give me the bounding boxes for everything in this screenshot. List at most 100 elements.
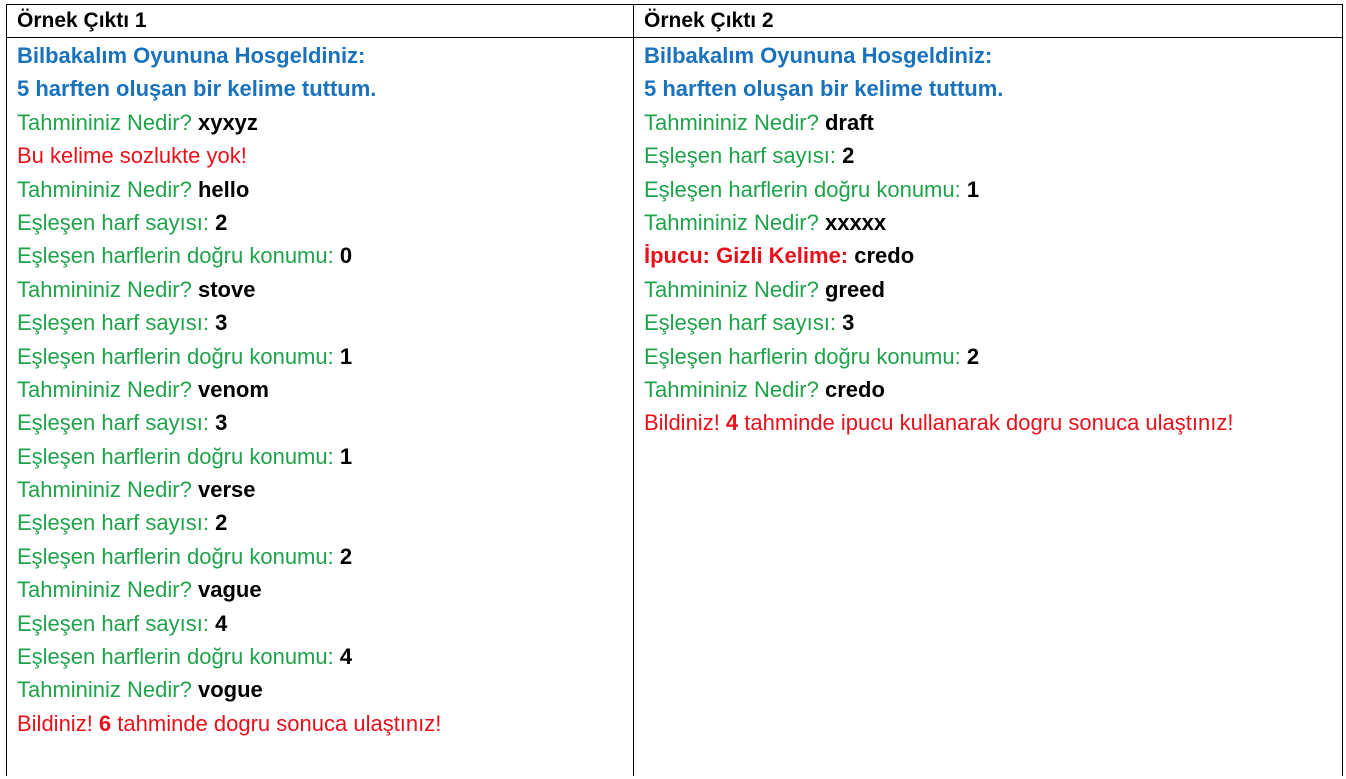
intro-text: 5 harften oluşan bir kelime tuttum.: [644, 76, 1004, 102]
error-line: Bu kelime sozlukte yok!: [17, 139, 633, 172]
header-output-1: Örnek Çıktı 1: [6, 4, 634, 38]
line-value: 0: [339, 243, 353, 269]
console-line: Eşleşen harflerin doğru konumu: 1: [17, 340, 633, 373]
line-value: 4: [215, 610, 228, 636]
line-label: Eşleşen harf sayısı:: [17, 410, 216, 436]
line-label: Tahmininiz Nedir?: [17, 677, 198, 703]
console-line: Tahmininiz Nedir? vague: [17, 573, 633, 606]
line-label: Eşleşen harf sayısı:: [17, 310, 216, 336]
line-value: 3: [215, 410, 228, 436]
console-line: Eşleşen harf sayısı: 4: [17, 607, 633, 640]
line-value: 2: [842, 143, 855, 169]
console-line: Tahmininiz Nedir? xxxxx: [644, 206, 1342, 239]
console-line: Eşleşen harf sayısı: 2: [644, 139, 1342, 172]
line-label: Tahmininiz Nedir?: [644, 109, 825, 135]
console-line: Tahmininiz Nedir? venom: [17, 373, 633, 406]
line-value: 1: [339, 443, 353, 469]
console-line: Eşleşen harf sayısı: 3: [17, 406, 633, 439]
error-text: Bu kelime sozlukte yok!: [17, 143, 247, 169]
line-label: Eşleşen harf sayısı:: [17, 610, 216, 636]
line-label: Eşleşen harf sayısı:: [644, 143, 843, 169]
line-label: Tahmininiz Nedir?: [17, 577, 198, 603]
sample-output-table: Örnek Çıktı 1 Örnek Çıktı 2 Bilbakalım O…: [6, 4, 1343, 776]
line-value: verse: [197, 477, 256, 503]
line-label: Eşleşen harf sayısı:: [17, 209, 216, 235]
line-label: Tahmininiz Nedir?: [17, 376, 198, 402]
line-value: 2: [966, 343, 980, 369]
line-value: credo: [824, 376, 885, 402]
console-line: Eşleşen harflerin doğru konumu: 1: [644, 173, 1342, 206]
output-1-cell: Bilbakalım Oyununa Hosgeldiniz: 5 harften…: [6, 37, 634, 776]
line-label: Tahmininiz Nedir?: [17, 477, 198, 503]
console-line: Eşleşen harf sayısı: 3: [17, 306, 633, 339]
console-line: Tahmininiz Nedir? draft: [644, 106, 1342, 139]
line-label: Eşleşen harflerin doğru konumu:: [644, 176, 967, 202]
console-line: Eşleşen harflerin doğru konumu: 4: [17, 640, 633, 673]
line-label: Tahmininiz Nedir?: [644, 209, 825, 235]
result-line: Bildiniz! 6 tahminde dogru sonuca ulaştı…: [17, 707, 633, 740]
line-value: 4: [339, 644, 353, 670]
console-line: Tahmininiz Nedir? greed: [644, 273, 1342, 306]
line-label: Eşleşen harf sayısı:: [17, 510, 216, 536]
intro-text: 5 harften oluşan bir kelime tuttum.: [17, 76, 377, 102]
line-label: Eşleşen harflerin doğru konumu:: [17, 543, 340, 569]
line-value: 2: [215, 510, 228, 536]
console-line: Eşleşen harflerin doğru konumu: 2: [17, 540, 633, 573]
line-value: 1: [339, 343, 353, 369]
line-value: 3: [842, 310, 855, 336]
result-prefix: Bildiniz!: [17, 710, 99, 736]
console-line: Tahmininiz Nedir? vogue: [17, 673, 633, 706]
header-output-2: Örnek Çıktı 2: [633, 4, 1343, 38]
line-label: Eşleşen harflerin doğru konumu:: [17, 443, 340, 469]
console-line: Eşleşen harflerin doğru konumu: 1: [17, 440, 633, 473]
line-value: vague: [197, 577, 262, 603]
console-line: Eşleşen harflerin doğru konumu: 0: [17, 239, 633, 272]
intro-line: 5 harften oluşan bir kelime tuttum.: [644, 72, 1342, 105]
hint-value: credo: [854, 243, 915, 269]
line-value: 2: [339, 543, 353, 569]
line-label: Eşleşen harflerin doğru konumu:: [17, 343, 340, 369]
console-line: Eşleşen harflerin doğru konumu: 2: [644, 340, 1342, 373]
result-line: Bildiniz! 4 tahminde ipucu kullanarak do…: [644, 406, 1342, 439]
line-value: xyxyz: [197, 109, 258, 135]
line-value: greed: [824, 276, 885, 302]
line-label: Eşleşen harflerin doğru konumu:: [644, 343, 967, 369]
console-line: Tahmininiz Nedir? stove: [17, 273, 633, 306]
intro-line: Bilbakalım Oyununa Hosgeldiniz:: [644, 39, 1342, 72]
line-value: 1: [966, 176, 980, 202]
line-value: 2: [215, 209, 228, 235]
console-line: Eşleşen harf sayısı: 2: [17, 206, 633, 239]
line-label: Tahmininiz Nedir?: [17, 176, 198, 202]
console-line: Tahmininiz Nedir? verse: [17, 473, 633, 506]
intro-text: Bilbakalım Oyununa Hosgeldiniz:: [17, 43, 366, 68]
line-label: Eşleşen harflerin doğru konumu:: [17, 644, 340, 670]
hint-line: İpucu: Gizli Kelime: credo: [644, 239, 1342, 272]
line-label: Tahmininiz Nedir?: [644, 376, 825, 402]
console-line: Eşleşen harf sayısı: 2: [17, 506, 633, 539]
result-suffix: tahminde dogru sonuca ulaştınız!: [111, 710, 442, 736]
line-value: vogue: [197, 677, 263, 703]
result-suffix: tahminde ipucu kullanarak dogru sonuca u…: [738, 410, 1234, 436]
console-line: Tahmininiz Nedir? credo: [644, 373, 1342, 406]
result-count: 4: [725, 410, 739, 436]
line-value: draft: [824, 109, 874, 135]
line-label: Tahmininiz Nedir?: [17, 276, 198, 302]
line-label: Eşleşen harf sayısı:: [644, 310, 843, 336]
line-value: venom: [197, 376, 269, 402]
header-row: Örnek Çıktı 1 Örnek Çıktı 2: [6, 4, 1343, 38]
line-value: hello: [197, 176, 250, 202]
line-label: Eşleşen harflerin doğru konumu:: [17, 243, 340, 269]
result-count: 6: [98, 710, 112, 736]
intro-line: Bilbakalım Oyununa Hosgeldiniz:: [17, 39, 633, 72]
intro-text: Bilbakalım Oyununa Hosgeldiniz:: [644, 43, 993, 68]
content-row: Bilbakalım Oyununa Hosgeldiniz: 5 harften…: [6, 37, 1343, 776]
output-2-cell: Bilbakalım Oyununa Hosgeldiniz: 5 harften…: [633, 37, 1343, 776]
intro-line: 5 harften oluşan bir kelime tuttum.: [17, 72, 633, 105]
line-label: Tahmininiz Nedir?: [17, 109, 198, 135]
hint-label: İpucu: Gizli Kelime:: [644, 243, 855, 269]
line-value: 3: [215, 310, 228, 336]
line-value: stove: [197, 276, 256, 302]
console-line: Eşleşen harf sayısı: 3: [644, 306, 1342, 339]
result-prefix: Bildiniz!: [644, 410, 726, 436]
line-label: Tahmininiz Nedir?: [644, 276, 825, 302]
